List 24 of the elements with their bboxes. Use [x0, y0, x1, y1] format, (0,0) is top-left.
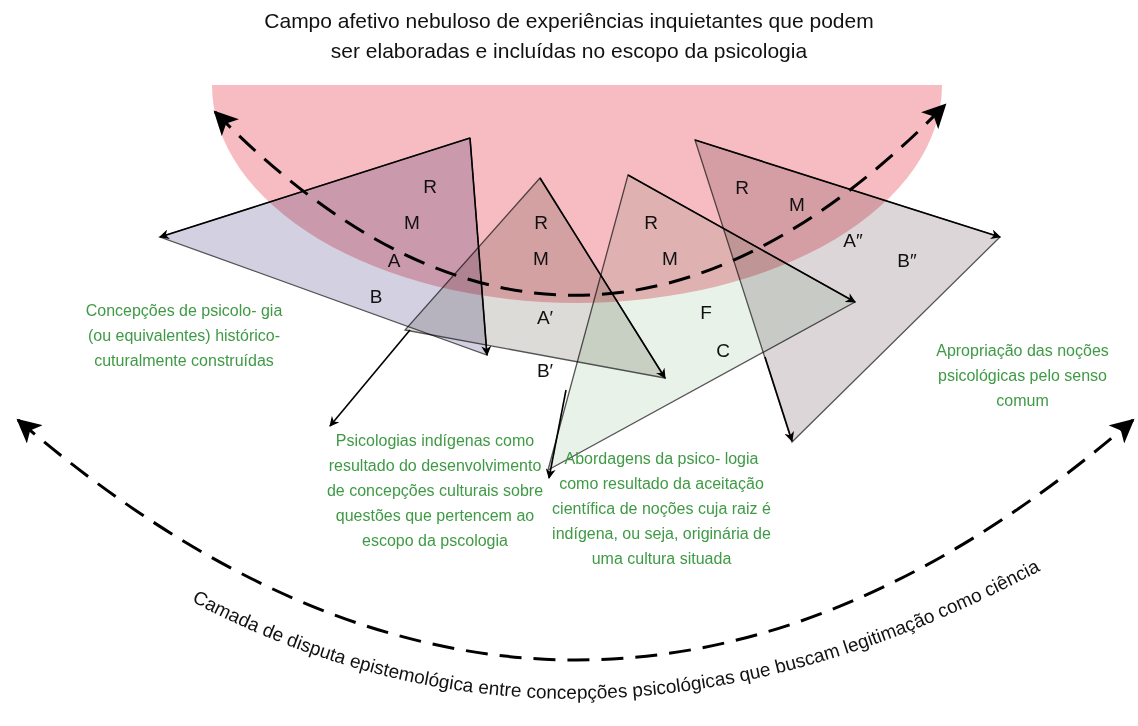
- letter-label: M: [789, 194, 805, 215]
- letter-label: R: [735, 177, 749, 198]
- letter-label: A′: [536, 307, 554, 328]
- letter-label: B″: [897, 250, 917, 271]
- letter-label: B: [369, 286, 383, 307]
- description-text: Apropriação das noções psicológicas pelo senso comum: [935, 341, 1110, 411]
- letter-label: M: [662, 248, 678, 269]
- arrow: [764, 356, 794, 442]
- letter-label: A″: [843, 230, 863, 251]
- description-text: Concepções de psicolo- gia (ou equivalentes) histórico-cuturalmente construídas: [84, 301, 284, 371]
- letter-label: C: [716, 340, 730, 361]
- letter-label: A: [387, 250, 401, 271]
- letter-label: B′: [536, 360, 554, 381]
- heading-text: Campo afetivo nebuloso de experiências inquietantes que podem ser elaboradas e incluídas no escopo da psicologia: [263, 8, 875, 64]
- description-text: Abordagens da psico- logia como resultado da aceitação científica de noções cuja raiz é indígena, ou seja, originária de uma cultura situada: [551, 449, 772, 569]
- arrow: [329, 329, 411, 427]
- letter-label: R: [534, 212, 548, 233]
- letter-label: M: [404, 212, 420, 233]
- letter-label: F: [700, 302, 712, 323]
- letter-label: R: [644, 212, 658, 233]
- arrow: [545, 389, 567, 479]
- letter-label: R: [423, 176, 437, 197]
- letter-label: M: [533, 248, 549, 269]
- description-text: Psicologias indígenas como resultado do desenvolvimento de concepções culturais sobre questões que pertencem ao escopo da pscologia: [325, 431, 545, 551]
